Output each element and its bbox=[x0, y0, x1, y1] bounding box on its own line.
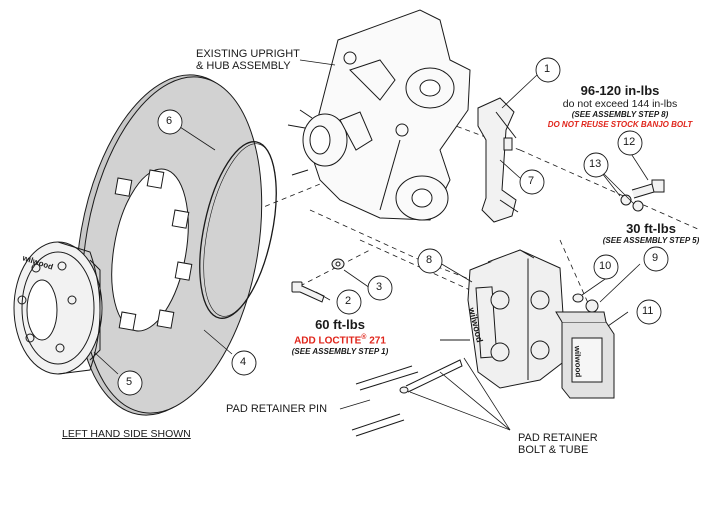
pad-retainer-bolt-line2: BOLT & TUBE bbox=[518, 444, 589, 456]
pad-retainer-bolt-label: PAD RETAINER BOLT & TUBE bbox=[518, 432, 598, 456]
pad-retainer-bolt-line1: PAD RETAINER bbox=[518, 432, 598, 444]
brake-pad bbox=[555, 311, 615, 399]
left-hand-side-label: LEFT HAND SIDE SHOWN bbox=[62, 428, 191, 440]
pad-retainer-pin bbox=[351, 359, 463, 437]
bracket-torque-note: 96-120 in-lbs do not exceed 144 in-lbs (… bbox=[535, 84, 704, 130]
bracket-washer bbox=[620, 194, 632, 206]
callout-2: 2 bbox=[345, 295, 352, 307]
callout-12: 12 bbox=[623, 136, 636, 148]
bracket-torque-value: 96-120 in-lbs bbox=[580, 83, 660, 98]
callout-6: 6 bbox=[166, 115, 173, 127]
banjo-bolt-warning: DO NOT REUSE STOCK BANJO BOLT bbox=[547, 120, 693, 129]
registered-mark: ® bbox=[361, 334, 367, 341]
callout-1: 1 bbox=[544, 63, 551, 75]
existing-upright-line1: EXISTING UPRIGHT bbox=[196, 48, 300, 60]
bracket-torque-limit: do not exceed 144 in-lbs bbox=[562, 98, 678, 110]
callout-13: 13 bbox=[589, 158, 602, 170]
callout-10: 10 bbox=[599, 260, 612, 272]
rotor-hat bbox=[13, 241, 103, 375]
rotor-torque-step: (SEE ASSEMBLY STEP 1) bbox=[291, 347, 389, 357]
callout-11: 11 bbox=[642, 305, 654, 317]
bracket-torque-step: (SEE ASSEMBLY STEP 8) bbox=[571, 110, 669, 119]
callout-circles bbox=[117, 57, 669, 396]
caliper-torque-note: 30 ft-lbs (SEE ASSEMBLY STEP 5) bbox=[598, 222, 704, 246]
caliper-torque-value: 30 ft-lbs bbox=[626, 221, 676, 236]
caliper-bracket bbox=[477, 97, 519, 223]
loctite-text: ADD LOCTITE bbox=[294, 335, 362, 347]
rotor-torque-note: 60 ft-lbs ADD LOCTITE® 271 (SEE ASSEMBLY… bbox=[270, 318, 410, 357]
callout-8: 8 bbox=[426, 254, 433, 266]
caliper-torque-step: (SEE ASSEMBLY STEP 5) bbox=[602, 236, 700, 245]
existing-upright-label: EXISTING UPRIGHT & HUB ASSEMBLY bbox=[196, 48, 300, 72]
existing-upright-line2: & HUB ASSEMBLY bbox=[196, 60, 291, 72]
upright-hub-assembly bbox=[287, 9, 471, 221]
callout-3: 3 bbox=[376, 281, 383, 293]
rotor-torque-value: 60 ft-lbs bbox=[315, 317, 365, 332]
callout-7: 7 bbox=[528, 175, 535, 187]
callout-4: 4 bbox=[240, 356, 247, 368]
pad-retainer-pin-label: PAD RETAINER PIN bbox=[226, 403, 328, 415]
loctite-note: ADD LOCTITE® 271 bbox=[270, 332, 410, 347]
caliper-body bbox=[440, 249, 567, 389]
callout-5: 5 bbox=[126, 376, 133, 388]
rotor-bolt bbox=[291, 281, 325, 303]
wilwood-logo-pad: wilwood bbox=[572, 345, 583, 378]
bleed-screw bbox=[572, 293, 599, 313]
callout-9: 9 bbox=[652, 252, 659, 264]
rotor-disc bbox=[75, 74, 263, 416]
loctite-grade: 271 bbox=[366, 335, 386, 347]
bracket-bolt bbox=[631, 179, 665, 199]
